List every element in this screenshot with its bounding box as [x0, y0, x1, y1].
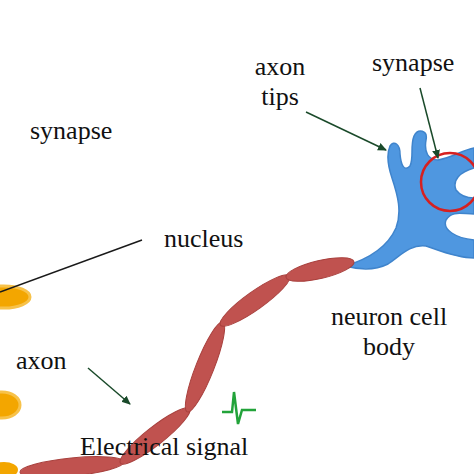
leader-arrow	[88, 368, 130, 404]
synapse-label: synapse	[30, 116, 150, 146]
signal-symbol	[222, 392, 256, 424]
cell-body	[345, 131, 474, 269]
leader-arrow	[420, 88, 438, 158]
leader-line	[0, 240, 142, 292]
synapse-circle	[421, 153, 474, 211]
terminal-blob	[0, 462, 18, 474]
axon-segment	[215, 269, 295, 333]
part-label: axon	[16, 346, 106, 376]
leader-arrow	[306, 112, 386, 150]
axon-segment	[284, 253, 356, 286]
part-label: nucleus	[164, 224, 294, 254]
axon-segments	[19, 253, 356, 474]
terminal-blob	[0, 392, 20, 418]
axon-segment	[179, 319, 231, 415]
signal-label: Electrical signal	[80, 432, 300, 462]
synapse-label: synapse	[372, 48, 474, 78]
terminal-blob	[0, 286, 30, 308]
part-label: axon tips	[240, 52, 320, 112]
part-label: neuron cell body	[306, 302, 472, 362]
